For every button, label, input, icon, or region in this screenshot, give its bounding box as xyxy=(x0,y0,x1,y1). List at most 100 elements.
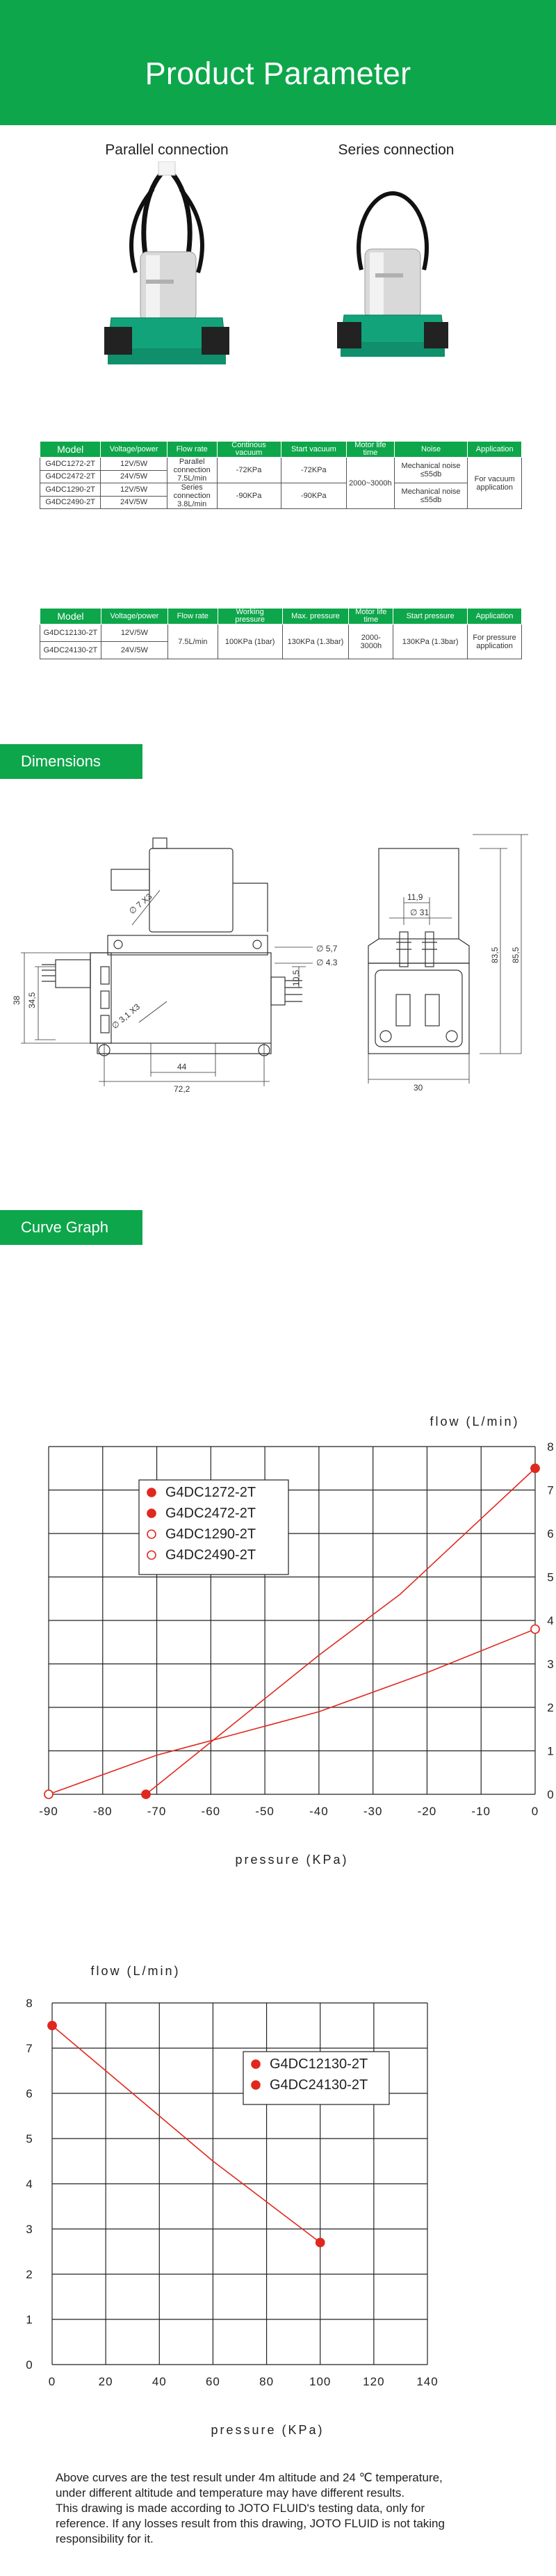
footnote-line: responsibility for it. xyxy=(56,2532,154,2545)
x-tick-label: -10 xyxy=(471,1805,491,1818)
x-tick-label: 20 xyxy=(99,2375,113,2388)
flow-cell: Parallel connection 7.5L/min xyxy=(166,457,218,483)
table-row: G4DC12130-2T 12V/5W 7.5L/min 100KPa (1ba… xyxy=(40,624,522,659)
x-tick-label: -70 xyxy=(147,1805,167,1818)
y-tick-label: 0 xyxy=(26,2358,32,2372)
y-tick-label: 0 xyxy=(547,1788,553,1801)
x-tick-label: -90 xyxy=(39,1805,58,1818)
voltage-cell: 24V/5W xyxy=(100,469,167,483)
x-tick-label: -30 xyxy=(363,1805,383,1818)
x-axis-label: pressure (KPa) xyxy=(235,1853,348,1867)
y-axis-label: flow (L/min) xyxy=(90,1964,180,1978)
data-point xyxy=(315,2237,325,2248)
table-header: Flow rate xyxy=(167,608,218,625)
y-tick-label: 8 xyxy=(547,1440,553,1454)
series-line xyxy=(48,1628,536,1795)
continuous-vacuum-cell: -72KPa xyxy=(216,457,281,483)
front-view-drawing xyxy=(368,834,528,1084)
dim-label: ∅ 5,7 xyxy=(316,944,338,953)
y-tick-label: 5 xyxy=(26,2132,32,2146)
motor-life-cell: 2000~3000h xyxy=(346,457,395,509)
parallel-caption: Parallel connection xyxy=(105,142,229,158)
model-cell: G4DC1272-2T xyxy=(39,457,101,471)
table-header: Working pressure xyxy=(217,608,283,625)
motor-life-cell: 2000-3000h xyxy=(348,624,394,659)
table-row: G4DC2490-2T 24V/5W xyxy=(39,495,522,509)
legend-marker xyxy=(147,1508,156,1518)
model-cell: G4DC1290-2T xyxy=(39,483,101,497)
y-tick-label: 6 xyxy=(547,1527,553,1540)
y-tick-label: 1 xyxy=(547,1745,553,1758)
dimension-drawing: ∅ 7 X3 ∅ 5,7 ∅ 4.3 ∅ 3,1 X3 10,5 38 34,5… xyxy=(12,834,528,1094)
legend-marker xyxy=(251,2080,261,2090)
page-title: Product Parameter xyxy=(145,56,411,91)
max-pressure-cell: 130KPa (1.3bar) xyxy=(281,624,350,659)
y-tick-label: 3 xyxy=(26,2223,32,2236)
table-header: Start pressure xyxy=(393,608,468,625)
dim-label: 10,5 xyxy=(291,969,301,986)
x-tick-label: -80 xyxy=(93,1805,113,1818)
dim-label: 44 xyxy=(177,1062,187,1072)
voltage-cell: 12V/5W xyxy=(100,624,168,642)
series-caption: Series connection xyxy=(338,142,455,158)
x-tick-label: -20 xyxy=(418,1805,437,1818)
application-cell: For vacuum application xyxy=(467,457,522,509)
application-cell: For pressure application xyxy=(467,624,522,659)
legend-marker xyxy=(147,1529,156,1539)
x-tick-label: -40 xyxy=(309,1805,329,1818)
x-tick-label: 120 xyxy=(363,2375,384,2388)
y-tick-label: 2 xyxy=(547,1701,553,1714)
legend-marker xyxy=(147,1550,156,1560)
data-point xyxy=(530,1624,540,1634)
model-cell: G4DC24130-2T xyxy=(40,641,101,659)
table-row: G4DC1272-2T 12V/5W Parallel connection 7… xyxy=(39,457,522,509)
y-tick-label: 6 xyxy=(26,2087,32,2100)
table-header: Start vacuum xyxy=(280,441,348,458)
header-banner: Product Parameter xyxy=(0,0,556,125)
model-cell: G4DC2490-2T xyxy=(39,495,101,509)
x-tick-label: 100 xyxy=(309,2375,331,2388)
voltage-cell: 12V/5W xyxy=(100,457,167,471)
continuous-vacuum-cell: -90KPa xyxy=(216,483,281,509)
data-point xyxy=(141,1789,151,1799)
y-tick-label: 2 xyxy=(26,2268,32,2281)
y-tick-label: 1 xyxy=(26,2313,32,2326)
dim-label: 85,5 xyxy=(511,947,521,963)
dim-label: 30 xyxy=(414,1083,423,1093)
noise-cell: Mechanical noise ≤55db xyxy=(393,457,468,483)
table-header: Application xyxy=(467,441,522,458)
dim-label: ∅ 4.3 xyxy=(316,958,338,967)
start-vacuum-cell: -72KPa xyxy=(280,457,348,483)
legend-label: G4DC2490-2T xyxy=(165,1547,256,1563)
x-tick-label: -50 xyxy=(255,1805,275,1818)
table-row: G4DC24130-2T 24V/5W xyxy=(40,641,522,659)
x-tick-label: 0 xyxy=(49,2375,56,2388)
y-axis-label: flow (L/min) xyxy=(430,1415,519,1428)
series-line xyxy=(145,1467,536,1795)
data-point xyxy=(47,2020,57,2031)
series-line xyxy=(51,2024,321,2244)
noise-cell: Mechanical noise ≤55db xyxy=(393,483,468,509)
vacuum-spec-table: Model Voltage/power Flow rate Continous … xyxy=(39,441,522,509)
dim-label: 72,2 xyxy=(174,1084,190,1094)
start-vacuum-cell: -90KPa xyxy=(280,483,348,509)
legend-label: G4DC1272-2T xyxy=(165,1485,256,1500)
table-header: Continous vacuum xyxy=(216,441,281,458)
curve-graph-tab: Curve Graph xyxy=(0,1210,142,1245)
table-header: Voltage/power xyxy=(100,441,167,458)
series-pump-image xyxy=(337,191,448,357)
dim-label: 34,5 xyxy=(27,992,37,1008)
legend-marker xyxy=(251,2059,261,2069)
table-header: Noise xyxy=(393,441,468,458)
footnote-line: This drawing is made according to JOTO F… xyxy=(56,2502,425,2515)
table-row: G4DC1290-2T 12V/5W Series connection 3.8… xyxy=(39,483,522,509)
dim-label: ∅ 31 xyxy=(410,908,429,917)
y-tick-label: 7 xyxy=(26,2042,32,2055)
x-tick-label: 40 xyxy=(152,2375,167,2388)
flow-cell: 7.5L/min xyxy=(167,624,218,659)
x-tick-label: 60 xyxy=(206,2375,220,2388)
model-cell: G4DC12130-2T xyxy=(40,624,101,642)
dim-label: ∅ 3,1 X3 xyxy=(110,1001,142,1031)
data-point xyxy=(530,1463,540,1474)
